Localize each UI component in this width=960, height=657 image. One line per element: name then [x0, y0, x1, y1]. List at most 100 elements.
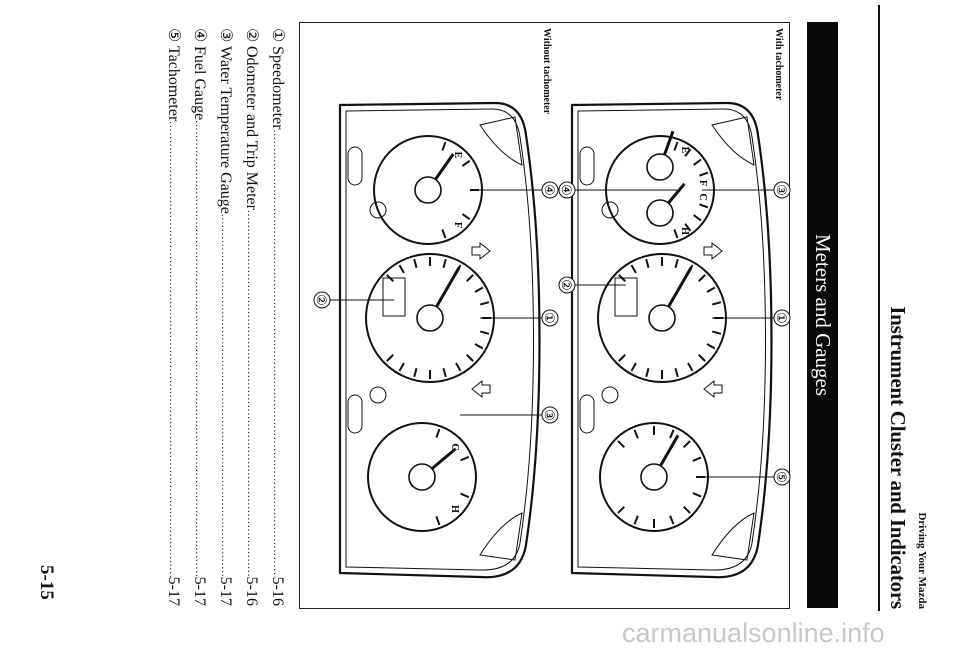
tachometer-tick [669, 429, 675, 439]
speedometer-tick [442, 367, 447, 378]
item-number: ④ [191, 28, 208, 43]
item-page: 5-16 [243, 576, 260, 606]
callout-number: ③ [774, 184, 789, 196]
callout-circle [773, 181, 791, 199]
tachometer-tick [692, 456, 702, 462]
speedometer-tick [386, 354, 394, 362]
list-item: ①Speedometer5-16 [262, 28, 288, 606]
shift-down-arrow-icon [471, 379, 491, 399]
dot-leader [214, 214, 236, 577]
indicator-slot [579, 146, 595, 186]
needle-hub [416, 304, 444, 332]
speedometer-tick [630, 264, 637, 274]
indicator-slot [347, 394, 363, 434]
cluster-outline [570, 101, 773, 579]
item-page: 5-17 [217, 576, 234, 606]
tachometer-tick [692, 492, 702, 498]
tachometer-tick [669, 515, 675, 525]
indicator-slot [347, 146, 363, 186]
callout-number: ① [542, 312, 557, 324]
tachometer-tick [617, 440, 626, 449]
warning-panel-right [711, 512, 755, 561]
temp-tick [684, 223, 692, 232]
temp-hot-label: H [679, 227, 690, 235]
item-label: Speedometer [269, 46, 286, 130]
fuel-tick [461, 159, 471, 167]
speedometer-tick [398, 362, 405, 372]
speedometer-tick [474, 343, 484, 350]
indicator-slot [579, 394, 595, 434]
speedometer-tick [706, 286, 716, 293]
fuel-tick [684, 148, 692, 157]
item-page: 5-16 [269, 576, 286, 606]
temp-tick [460, 455, 470, 462]
item-label: Odometer and Trip Meter [243, 46, 260, 210]
needle-hub [408, 463, 436, 491]
speedometer-tick [674, 367, 679, 378]
callout-circle [773, 468, 791, 486]
callout-circle [541, 406, 559, 424]
dot-leader [240, 210, 262, 577]
item-number: ⑤ [165, 28, 182, 43]
speedometer-tick [474, 286, 484, 293]
indicator-lamp [369, 386, 387, 404]
item-number: ③ [217, 28, 234, 43]
callout-number: ② [559, 279, 574, 291]
speedometer-tick [698, 274, 706, 282]
fuel-full-label: F [452, 222, 463, 228]
fuel-empty-label: E [452, 152, 463, 159]
fuel-tick [461, 213, 471, 221]
speedometer-tick [711, 301, 722, 306]
warning-panel-left [479, 116, 523, 166]
temp-cold-label: C [697, 193, 708, 200]
speedometer-tick [711, 330, 722, 335]
callout-number: ③ [542, 409, 557, 421]
needle-hub [640, 463, 668, 491]
temp-tick [435, 428, 441, 438]
temp-hot-label: H [449, 505, 460, 513]
tachometer-tick [682, 505, 691, 514]
speedometer-tick [466, 354, 474, 362]
temp-tick [673, 229, 679, 239]
callout-circle [558, 276, 576, 294]
shift-up-arrow-icon [703, 241, 723, 261]
tachometer-tick [682, 440, 691, 449]
odometer-display [382, 277, 406, 317]
watermark: carmanualsonline.info [622, 618, 885, 648]
dot-leader [188, 120, 210, 576]
speedometer-tick [479, 301, 490, 306]
indicator-lamp [601, 386, 619, 404]
fuel-tick [441, 229, 447, 239]
speedometer-tick [698, 354, 706, 362]
fuel-tick [699, 171, 709, 177]
callout-number: ④ [542, 184, 557, 196]
speedometer-tick [479, 330, 490, 335]
speedometer-tick [398, 264, 405, 274]
needle-hub [414, 176, 442, 204]
callout-circle [541, 309, 559, 327]
tachometer-tick [633, 429, 639, 439]
speedometer-tick [706, 343, 716, 350]
temp-dial [367, 422, 477, 532]
callout-circle [558, 181, 576, 199]
tachometer-tick [617, 505, 626, 514]
speedometer-tick [413, 367, 418, 378]
item-page: 5-17 [191, 576, 208, 606]
callout-circle [773, 309, 791, 327]
fuel-tick [673, 141, 679, 151]
speedometer-tick [687, 362, 694, 372]
speedometer-tick [674, 258, 679, 269]
shift-up-arrow-icon [471, 241, 491, 261]
item-page: 5-17 [165, 576, 182, 606]
callout-number: ① [774, 312, 789, 324]
speedometer-tick [630, 362, 637, 372]
callout-number: ② [314, 294, 329, 306]
item-label: Water Temperature Gauge [217, 46, 234, 214]
item-number: ② [243, 28, 260, 43]
speedometer-tick [645, 367, 650, 378]
speedometer-tick [455, 362, 462, 372]
